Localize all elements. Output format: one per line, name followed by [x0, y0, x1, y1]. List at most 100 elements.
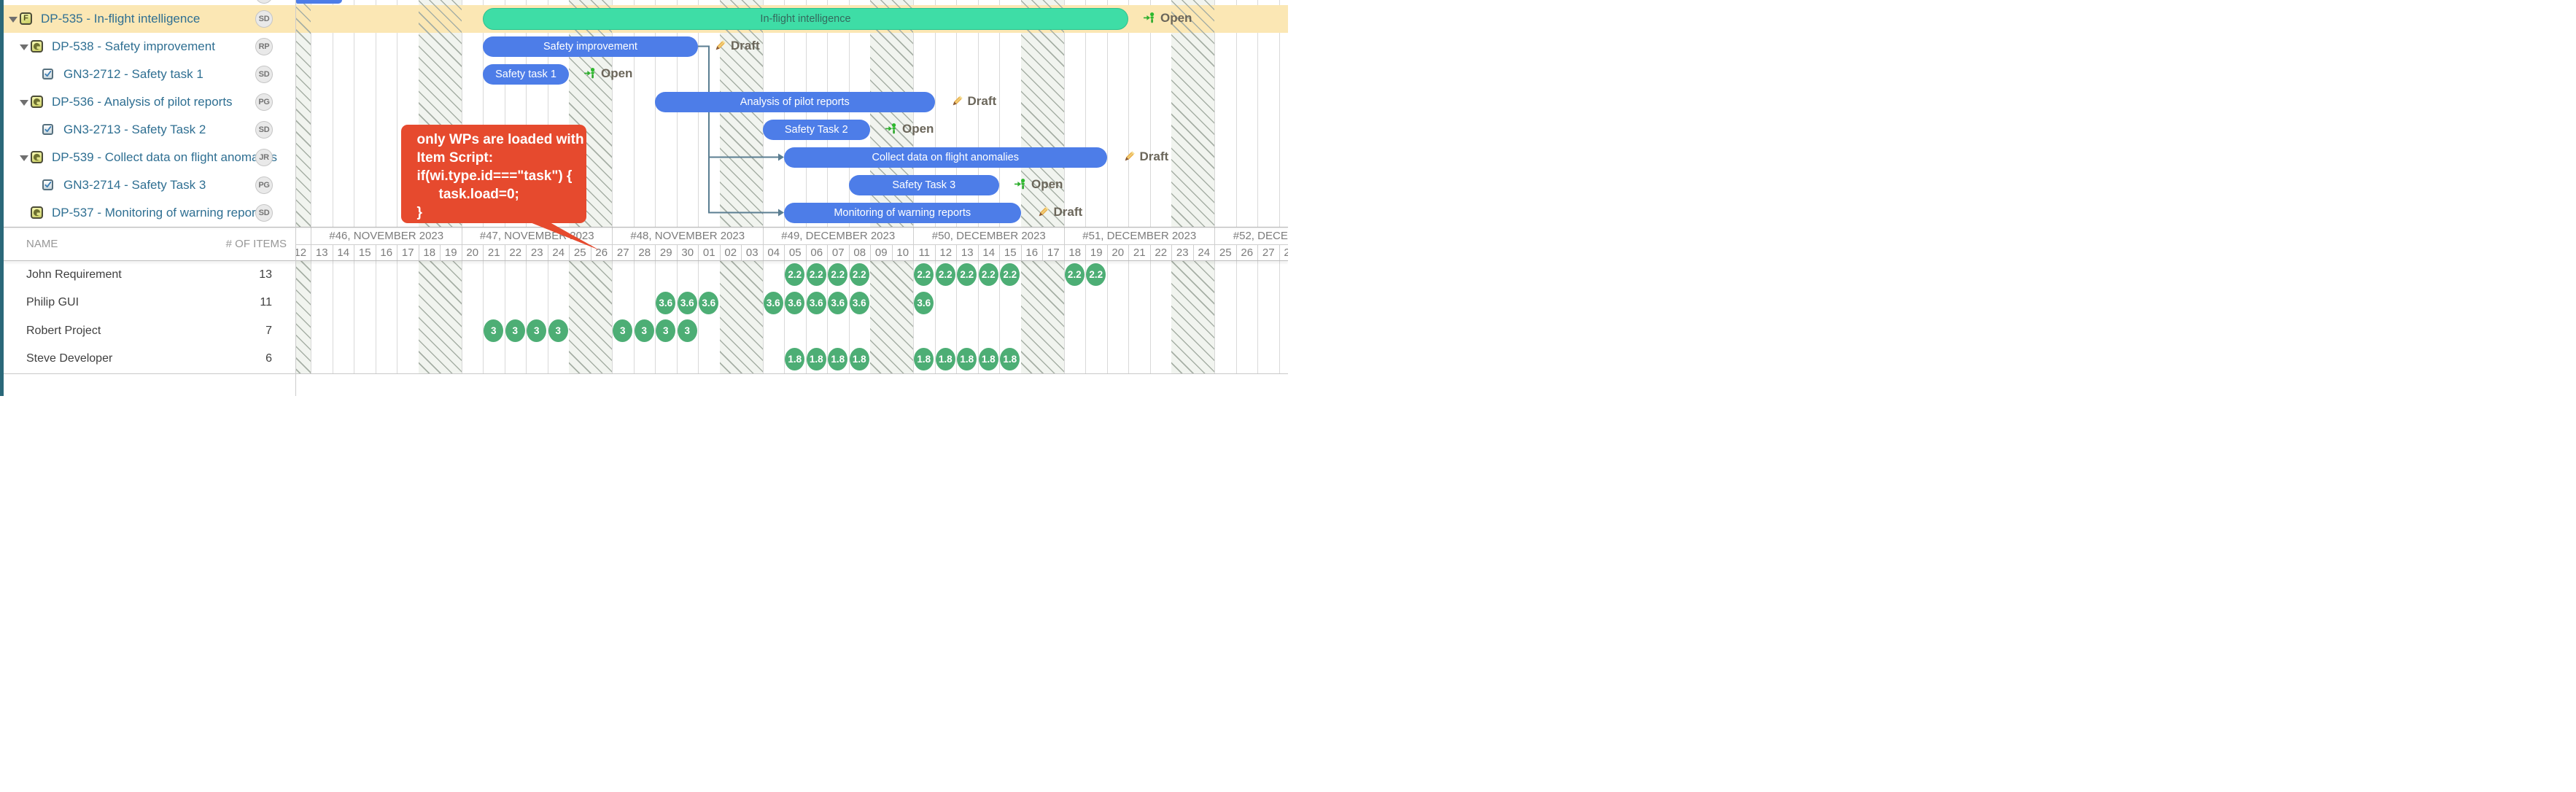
day-header-cell: 22 — [1149, 244, 1171, 260]
tree-row-item[interactable]: DP-539 - Collect data on flight anomalie… — [0, 144, 295, 171]
callout-text-line: only WPs are loaded with — [416, 132, 584, 147]
collapse-caret-icon[interactable] — [9, 16, 18, 23]
day-gridline — [1257, 260, 1258, 373]
load-value-chip: 2.2 — [1000, 263, 1020, 287]
day-gridline — [805, 260, 807, 373]
items-column-header: # OF ITEMS — [225, 238, 287, 250]
status-label: Open — [1143, 11, 1192, 26]
load-value-chip: 3 — [656, 319, 676, 343]
workpackage-icon — [31, 39, 43, 53]
resource-name: John Requirement — [26, 268, 122, 281]
gantt-bar[interactable]: Collect data on flight anomalies — [784, 147, 1107, 168]
day-gridline — [1257, 0, 1258, 227]
gantt-bar[interactable]: In-flight intelligence — [483, 7, 1128, 30]
tree-item-label[interactable]: DP-537 - Monitoring of warning reports — [52, 205, 265, 220]
weekend-hatch — [719, 0, 763, 227]
load-value-chip: 2.2 — [806, 263, 826, 287]
gantt-bar[interactable]: Safety improvement — [483, 36, 698, 57]
open-status-icon — [1014, 177, 1028, 191]
gantt-bar[interactable]: Safety Task 3 — [848, 174, 999, 195]
collapse-caret-icon[interactable] — [20, 44, 28, 50]
day-gridline — [762, 260, 764, 373]
day-header-cell: 28 — [1279, 244, 1288, 260]
draft-pencil-icon — [1036, 205, 1050, 220]
day-gridline — [1063, 260, 1065, 373]
status-text: Open — [1160, 10, 1192, 25]
gantt-bar[interactable]: Safety Task 2 — [762, 119, 870, 140]
day-header-cell: 13 — [956, 244, 978, 260]
avatar-partial-top — [255, 0, 273, 4]
load-value-chip: 2.2 — [1086, 263, 1106, 287]
day-gridline — [483, 260, 484, 373]
day-gridline — [827, 260, 828, 373]
load-value-chip: 1.8 — [849, 347, 869, 370]
day-header-cell: 02 — [719, 244, 741, 260]
clipped-bar-fragment — [296, 0, 342, 4]
resource-name: Steve Developer — [26, 352, 113, 365]
load-value-chip: 2.2 — [957, 263, 977, 287]
load-value-chip: 3.6 — [828, 291, 848, 314]
tree-item-label[interactable]: GN3-2712 - Safety task 1 — [63, 66, 203, 81]
day-gridline — [655, 260, 656, 373]
day-gridline — [1085, 260, 1086, 373]
day-header-cell: 13 — [311, 244, 333, 260]
day-gridline — [633, 260, 635, 373]
collapse-caret-icon[interactable] — [20, 155, 28, 161]
gantt-bar[interactable]: Monitoring of warning reports — [784, 202, 1021, 223]
day-gridline — [655, 0, 656, 227]
day-header-cell: 07 — [827, 244, 849, 260]
day-gridline — [805, 0, 807, 227]
day-header-cell: 21 — [1128, 244, 1150, 260]
day-header-cell: 27 — [612, 244, 634, 260]
resource-table-header: NAME # OF ITEMS — [0, 228, 295, 260]
day-gridline — [784, 260, 785, 373]
day-gridline — [676, 0, 678, 227]
day-header-cell: 28 — [633, 244, 655, 260]
day-gridline — [1063, 0, 1065, 227]
day-header-cell: 14 — [977, 244, 999, 260]
avatar: SD — [255, 120, 273, 139]
gantt-bar-label: Analysis of pilot reports — [740, 96, 850, 108]
load-value-chip: 3.6 — [677, 291, 697, 314]
callout-text-line: Item Script: — [416, 150, 494, 166]
day-gridline — [848, 260, 850, 373]
gantt-bar[interactable]: Safety task 1 — [483, 63, 569, 85]
load-value-chip: 3 — [527, 319, 547, 343]
day-gridline — [1106, 260, 1108, 373]
weekend-hatch — [1020, 260, 1064, 373]
tree-item-label[interactable]: GN3-2713 - Safety Task 2 — [63, 122, 206, 136]
day-header-cell: 12 — [934, 244, 956, 260]
tree-item-label[interactable]: DP-538 - Safety improvement — [52, 39, 215, 53]
tree-item-label[interactable]: DP-539 - Collect data on flight anomalie… — [52, 150, 277, 164]
tree-row-item[interactable]: GN3-2713 - Safety Task 2 SD — [0, 116, 295, 144]
load-value-chip: 3.6 — [914, 291, 934, 314]
tree-item-label[interactable]: DP-536 - Analysis of pilot reports — [52, 94, 233, 109]
timeline-header: #46, NOVEMBER 2023#47, NOVEMBER 2023#48,… — [296, 228, 1288, 260]
day-header-cell: 26 — [590, 244, 612, 260]
status-text: Draft — [1053, 204, 1083, 219]
load-value-chip: 3 — [505, 319, 525, 343]
gantt-bar[interactable]: Analysis of pilot reports — [655, 91, 935, 112]
load-value-chip: 2.2 — [785, 263, 805, 287]
tree-item-label[interactable]: GN3-2714 - Safety Task 3 — [63, 177, 206, 192]
day-gridline — [999, 260, 1000, 373]
day-header-cell: 01 — [698, 244, 720, 260]
day-header-cell: 09 — [870, 244, 892, 260]
day-gridline — [1085, 0, 1086, 227]
day-header-cell: 19 — [1085, 244, 1107, 260]
tree-item-label[interactable]: DP-535 - In-flight intelligence — [41, 11, 201, 26]
load-value-chip: 1.8 — [785, 347, 805, 370]
collapse-caret-icon[interactable] — [20, 99, 28, 106]
status-text: Draft — [967, 93, 997, 108]
